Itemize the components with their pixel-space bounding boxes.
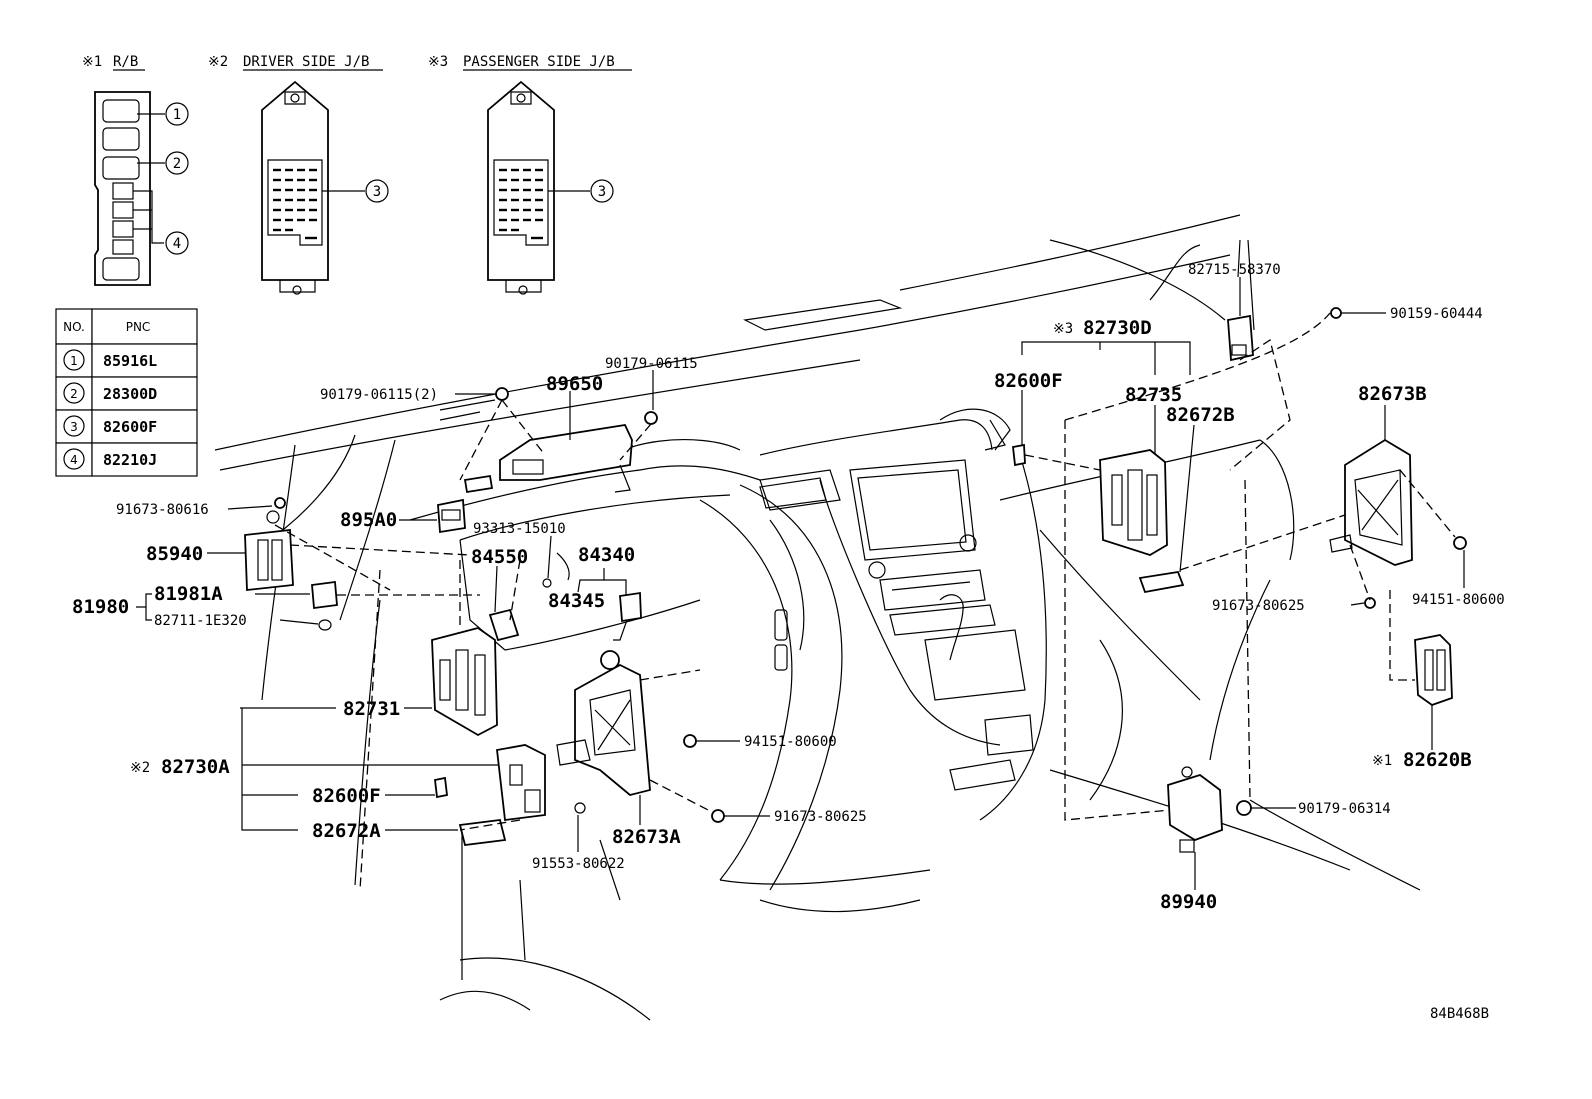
legend-passenger-name: PASSENGER SIDE J/B bbox=[463, 54, 615, 70]
part-82735 bbox=[1099, 449, 1168, 556]
label-91553-80622: 91553-80622 bbox=[532, 856, 625, 872]
pnc-table: NO. PNC 1 85916L 2 28300D 3 82600F 4 822… bbox=[55, 308, 198, 477]
label-94151-80600-right: 94151-80600 bbox=[1412, 592, 1505, 608]
callout-circle-2 bbox=[165, 151, 189, 175]
label-82600F-right: 82600F bbox=[994, 370, 1063, 392]
label-90179-06314: 90179-06314 bbox=[1298, 801, 1391, 817]
callout-4: 4 bbox=[173, 236, 181, 252]
callout-circle-3-driver bbox=[365, 179, 389, 203]
part-82730A bbox=[496, 744, 546, 822]
part-82672B bbox=[1138, 570, 1185, 594]
table-header-no: NO. bbox=[63, 320, 85, 334]
part-84340 bbox=[619, 591, 642, 623]
label-82730D-mark: ※3 bbox=[1053, 321, 1073, 337]
table-row-3-no: 3 bbox=[70, 420, 78, 434]
legend-driver-name: DRIVER SIDE J/B bbox=[243, 54, 369, 70]
callout-circle-1 bbox=[165, 102, 189, 126]
label-84340: 84340 bbox=[578, 544, 635, 566]
label-895A0: 895A0 bbox=[340, 509, 397, 531]
table-row-3-pnc: 82600F bbox=[103, 418, 157, 436]
legend-driver-mark: ※2 bbox=[208, 54, 228, 70]
label-82620B: 82620B bbox=[1403, 749, 1472, 771]
table-row-4-pnc: 82210J bbox=[103, 451, 157, 469]
legend-rb-mark: ※1 bbox=[82, 54, 102, 70]
leader-lines bbox=[136, 239, 1465, 890]
label-90179-06115-2: 90179-06115(2) bbox=[320, 387, 438, 403]
part-89940 bbox=[1167, 774, 1223, 841]
label-91673-80616: 91673-80616 bbox=[116, 502, 209, 518]
passenger-jb-illustration: 3 bbox=[487, 80, 614, 295]
label-85940: 85940 bbox=[146, 543, 203, 565]
part-895A0 bbox=[437, 498, 466, 534]
part-89650 bbox=[499, 424, 633, 481]
label-94151-80600-left: 94151-80600 bbox=[744, 734, 837, 750]
label-82673A: 82673A bbox=[612, 826, 681, 848]
callout-3-passenger: 3 bbox=[598, 184, 606, 200]
part-82600F-right bbox=[1012, 443, 1026, 467]
label-82672A: 82672A bbox=[312, 820, 381, 842]
part-82715-58370 bbox=[1227, 314, 1254, 362]
table-row-2-no: 2 bbox=[70, 387, 78, 401]
legend-rb-name: R/B bbox=[113, 54, 138, 70]
label-82673B: 82673B bbox=[1358, 383, 1427, 405]
table-row-1-no: 1 bbox=[70, 354, 78, 368]
drawing-id: 84B468B bbox=[1430, 1006, 1489, 1022]
legend: ※1 R/B ※2 DRIVER SIDE J/B ※3 PASSENGER S… bbox=[82, 54, 632, 71]
part-85940 bbox=[244, 529, 294, 591]
label-82730D: 82730D bbox=[1083, 317, 1152, 339]
parts bbox=[244, 307, 1467, 853]
table-header-pnc: PNC bbox=[126, 320, 151, 334]
label-82715-58370: 82715-58370 bbox=[1188, 262, 1281, 278]
callout-circle-3-passenger bbox=[590, 179, 614, 203]
part-82600F-left bbox=[434, 776, 448, 799]
label-81981A: 81981A bbox=[154, 583, 223, 605]
part-82673B bbox=[1344, 438, 1413, 566]
label-82711-1E320: 82711-1E320 bbox=[154, 613, 247, 629]
label-82731: 82731 bbox=[343, 698, 400, 720]
label-82620B-mark: ※1 bbox=[1372, 753, 1392, 769]
part-82672A bbox=[458, 819, 507, 846]
legend-passenger-mark: ※3 bbox=[428, 54, 448, 70]
label-81980: 81980 bbox=[72, 596, 129, 618]
label-90159-60444: 90159-60444 bbox=[1390, 306, 1483, 322]
dashboard-outline bbox=[214, 214, 1421, 1021]
part-labels: 90179-06115(2) 89650 90179-06115 91673-8… bbox=[72, 262, 1505, 1022]
label-89940: 89940 bbox=[1160, 891, 1217, 913]
guide-lines bbox=[274, 312, 1456, 891]
label-91673-80625-bottom: 91673-80625 bbox=[774, 809, 867, 825]
label-82600F-left: 82600F bbox=[312, 785, 381, 807]
table-row-1-pnc: 85916L bbox=[103, 352, 157, 370]
callout-1: 1 bbox=[173, 107, 181, 123]
label-84550: 84550 bbox=[471, 546, 528, 568]
driver-jb-illustration: 3 bbox=[261, 80, 389, 295]
part-82731 bbox=[431, 627, 498, 737]
table-row-4-no: 4 bbox=[70, 453, 78, 467]
label-90179-06115: 90179-06115 bbox=[605, 356, 698, 372]
label-93313-15010: 93313-15010 bbox=[473, 521, 566, 537]
label-89650: 89650 bbox=[546, 373, 603, 395]
callout-circle-4 bbox=[165, 231, 189, 255]
label-82735: 82735 bbox=[1125, 384, 1182, 406]
label-91673-80625-right: 91673-80625 bbox=[1212, 598, 1305, 614]
part-82673A bbox=[574, 663, 651, 796]
callout-3-driver: 3 bbox=[373, 184, 381, 200]
part-84550 bbox=[488, 608, 520, 642]
label-82730A: 82730A bbox=[161, 756, 230, 778]
label-84345: 84345 bbox=[548, 590, 605, 612]
relay-block-illustration: 1 2 4 bbox=[94, 91, 189, 286]
label-82672B: 82672B bbox=[1166, 404, 1235, 426]
part-81981A bbox=[311, 580, 338, 610]
label-82730A-mark: ※2 bbox=[130, 760, 150, 776]
callout-2: 2 bbox=[173, 156, 181, 172]
table-row-2-pnc: 28300D bbox=[103, 385, 157, 403]
